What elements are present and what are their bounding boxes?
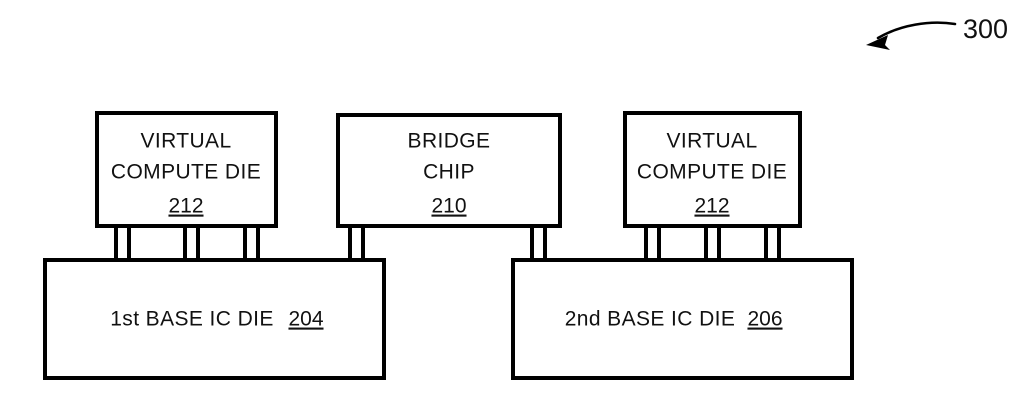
- bridge-chip: BRIDGE CHIP 210: [336, 113, 562, 228]
- bridge-chip-line1: BRIDGE: [408, 130, 491, 153]
- virtual-compute-die-left-line2: COMPUTE DIE: [111, 161, 261, 184]
- virtual-compute-die-right: VIRTUAL COMPUTE DIE 212: [623, 111, 802, 228]
- second-base-ic-die: 2nd BASE IC DIE 206: [511, 258, 854, 380]
- virtual-compute-die-right-line2: COMPUTE DIE: [637, 161, 787, 184]
- figure-number-callout: 300: [866, 14, 1008, 50]
- virtual-compute-die-left-line1: VIRTUAL: [140, 130, 231, 153]
- bridge-chip-box: [336, 113, 562, 228]
- bridge-chip-line2: CHIP: [423, 161, 475, 184]
- pin-group-vcd-right: [644, 226, 781, 261]
- second-base-ic-die-ref: 206: [747, 308, 782, 331]
- figure-number-label: 300: [963, 14, 1008, 44]
- bridge-chip-ref: 210: [431, 195, 466, 218]
- pin-group-bridge-chip: [348, 226, 547, 261]
- curved-arrow-head-icon: [866, 35, 890, 50]
- first-base-ic-die: 1st BASE IC DIE 204: [43, 258, 386, 380]
- first-base-ic-die-ref: 204: [288, 308, 323, 331]
- first-base-ic-die-label: 1st BASE IC DIE: [110, 308, 274, 331]
- virtual-compute-die-right-ref: 212: [694, 195, 729, 218]
- pin-group-vcd-left: [114, 226, 260, 261]
- virtual-compute-die-right-box: [623, 111, 802, 228]
- virtual-compute-die-left-ref: 212: [168, 195, 203, 218]
- virtual-compute-die-right-line1: VIRTUAL: [666, 130, 757, 153]
- virtual-compute-die-left-box: [95, 111, 278, 228]
- first-base-ic-die-box: [43, 258, 386, 380]
- virtual-compute-die-left: VIRTUAL COMPUTE DIE 212: [95, 111, 278, 228]
- curved-arrow-icon: [876, 21, 957, 40]
- second-base-ic-die-label: 2nd BASE IC DIE: [565, 308, 736, 331]
- second-base-ic-die-box: [511, 258, 854, 380]
